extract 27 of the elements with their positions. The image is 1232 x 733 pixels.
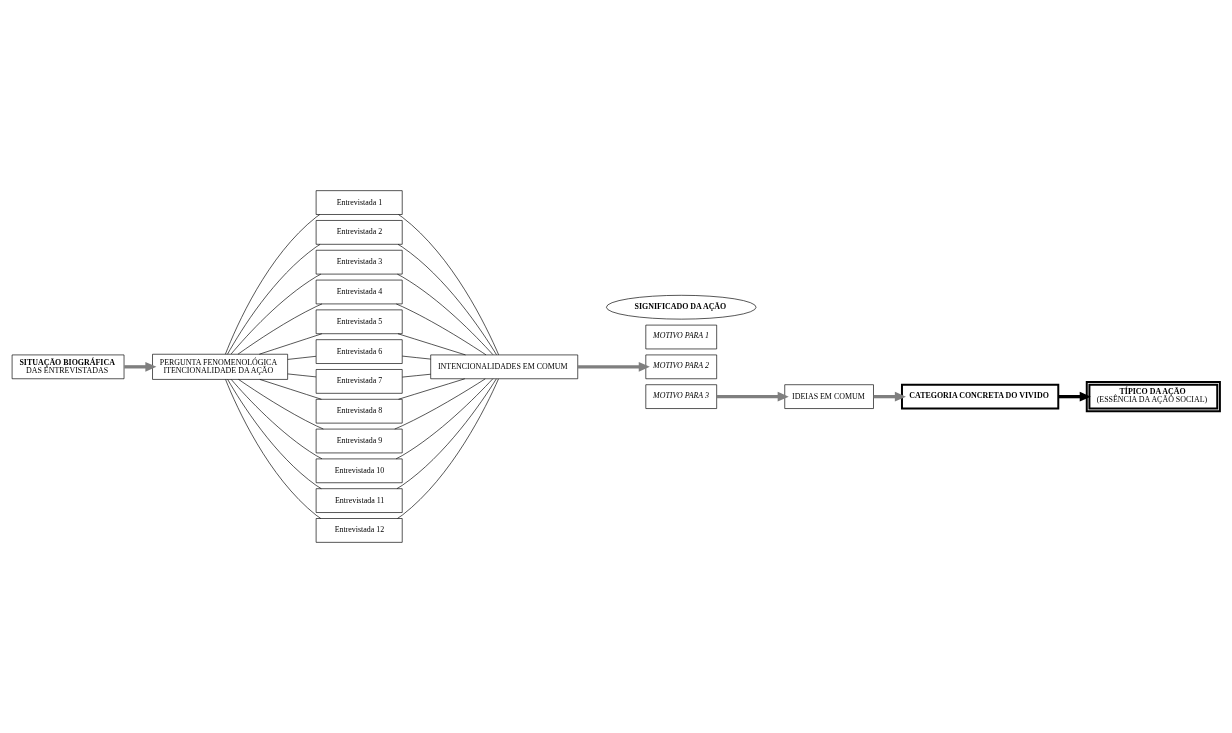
connector <box>397 273 494 355</box>
connector <box>230 273 322 355</box>
connector <box>237 303 323 355</box>
connector <box>397 333 466 356</box>
arrow <box>1058 391 1091 402</box>
arrow <box>873 391 906 402</box>
connector <box>395 378 494 460</box>
arrow <box>124 361 157 372</box>
arrow <box>577 361 650 372</box>
connector <box>394 378 486 430</box>
connector <box>227 379 322 489</box>
connector <box>238 379 324 430</box>
arrow <box>716 391 789 402</box>
connector <box>396 303 487 356</box>
connector <box>397 378 499 519</box>
connector <box>258 333 323 355</box>
connector <box>225 214 321 355</box>
connector <box>259 379 322 400</box>
connector <box>402 373 431 378</box>
connector <box>402 355 431 360</box>
connector <box>230 379 323 460</box>
connector <box>398 214 499 356</box>
connector <box>227 244 321 355</box>
connector <box>225 379 322 519</box>
connector <box>396 378 497 489</box>
connector <box>397 244 497 356</box>
connector <box>398 378 466 400</box>
